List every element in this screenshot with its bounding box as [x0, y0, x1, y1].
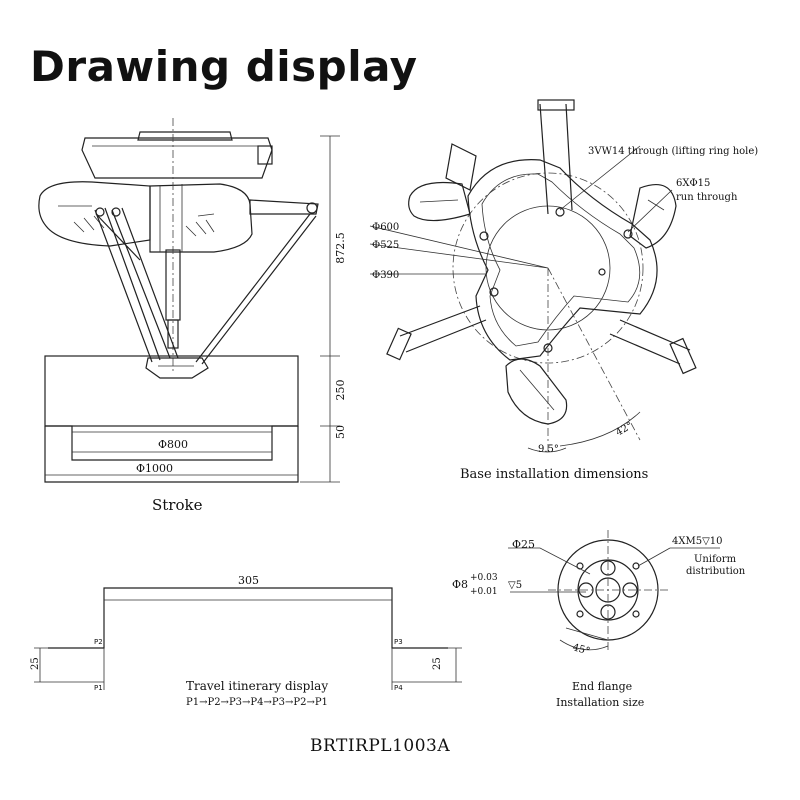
note-run-through: run through	[676, 192, 738, 203]
flange-screws: 4XM5▽10	[672, 536, 723, 547]
flange-caption-2: Installation size	[556, 696, 644, 709]
dim-305: 305	[238, 574, 259, 587]
side-view-caption: Stroke	[152, 496, 203, 514]
dim-phi-390: Φ390	[372, 270, 399, 281]
dim-phi-600: Φ600	[372, 222, 399, 233]
travel-sequence: P1→P2→P3→P4→P3→P2→P1	[186, 697, 328, 708]
circle-phi-600	[452, 172, 644, 364]
robot-end-effector	[145, 357, 209, 379]
label-p2: P2	[94, 638, 103, 646]
travel-path	[48, 587, 448, 649]
base-view-caption: Base installation dimensions	[460, 467, 648, 482]
workspace-envelope	[44, 355, 299, 483]
flange-tol-lower: +0.01	[470, 587, 498, 597]
base-view: 3VW14 through (lifting ring hole) 6XΦ15 …	[369, 99, 758, 482]
dim-50: 50	[334, 425, 347, 439]
travel-diagram: 305 25 25 P1 P2 P3 P4 Travel itinerary d…	[30, 574, 462, 708]
page-title: Drawing display	[30, 42, 418, 91]
travel-caption: Travel itinerary display	[186, 679, 328, 693]
base-motor-arms	[386, 99, 697, 375]
flange-pcd	[577, 559, 639, 621]
dim-250: 250	[334, 380, 347, 401]
flange-diagram: Φ25 Φ8 +0.03 +0.01 ▽5 4XM5▽10 Uniform di…	[452, 530, 746, 709]
label-p1: P1	[94, 684, 103, 692]
flange-tol-upper: +0.03	[470, 573, 498, 583]
dim-25-left: 25	[30, 657, 41, 670]
height-dimensions: 872.5 250 50	[300, 135, 347, 483]
flange-angle: 45°	[571, 642, 591, 657]
model-number: BRTIRPL1003A	[310, 736, 450, 756]
robot-base-housing	[81, 131, 273, 179]
robot-motor-housing	[38, 181, 319, 253]
flange-pin-dia: Φ8	[452, 578, 468, 591]
dim-872-5: 872.5	[334, 232, 347, 264]
label-p4: P4	[394, 684, 403, 692]
robot-parallel-arms	[94, 207, 317, 365]
robot-center-shaft	[165, 118, 181, 372]
base-plate	[467, 159, 658, 361]
flange-dia-25: Φ25	[512, 538, 535, 551]
note-holes-count: 6XΦ15	[676, 178, 710, 189]
note-lifting-hole: 3VW14 through (lifting ring hole)	[588, 146, 758, 157]
diameter-dimensions: Φ800 Φ1000	[45, 438, 298, 476]
flange-pin-depth: ▽5	[508, 580, 522, 591]
angle-9-5: 9.5°	[538, 444, 559, 455]
dim-25-right: 25	[432, 657, 443, 670]
flange-distribution: distribution	[686, 566, 746, 577]
flange-uniform: Uniform	[694, 554, 737, 565]
angle-42: 42°	[614, 420, 635, 438]
side-view: 872.5 250 50 Φ800 Φ1000 Stroke	[38, 118, 347, 514]
flange-caption-1: End flange	[572, 680, 632, 693]
dim-phi-800: Φ800	[158, 438, 188, 451]
dim-phi-525: Φ525	[372, 240, 399, 251]
dim-phi-1000: Φ1000	[136, 462, 173, 475]
label-p3: P3	[394, 638, 403, 646]
